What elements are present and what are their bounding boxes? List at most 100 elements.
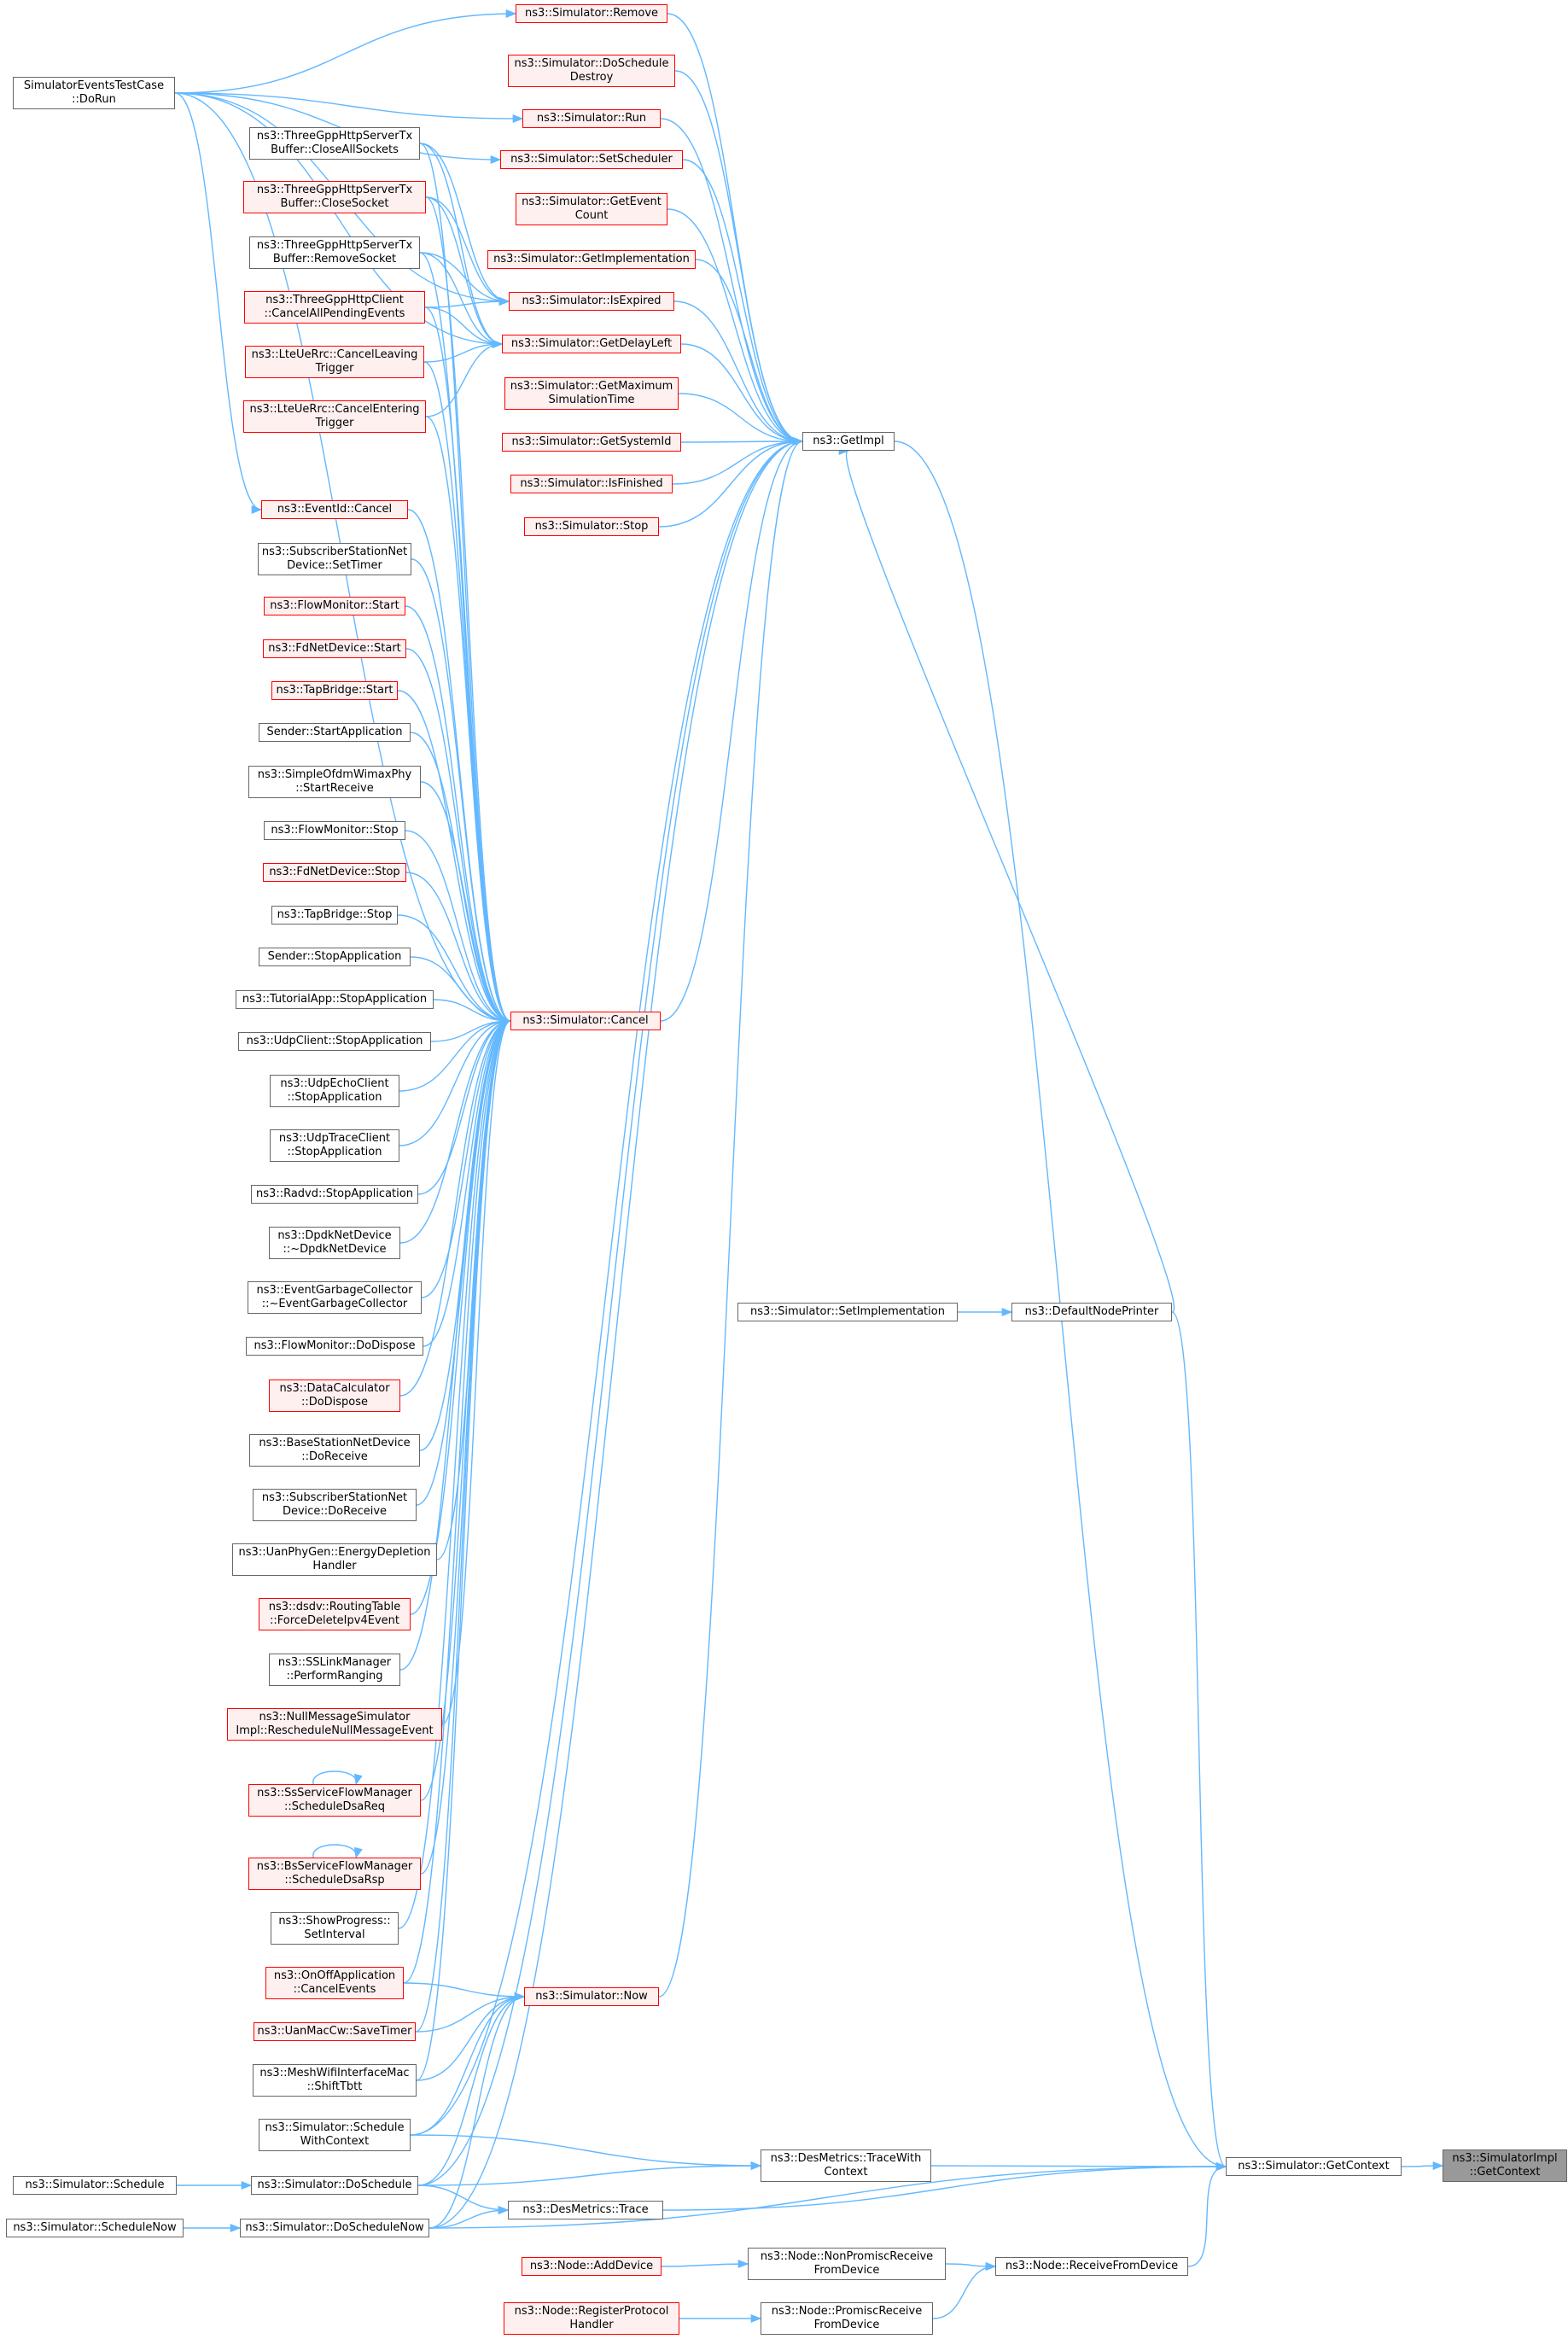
graph-node[interactable]: ns3::ShowProgress::SetInterval (271, 1912, 399, 1945)
graph-node[interactable]: ns3::UdpEchoClient::StopApplication (270, 1075, 399, 1107)
call-edge (417, 1992, 526, 2186)
graph-node[interactable]: ns3::dsdv::RoutingTable::ForceDeleteIpv4… (259, 1598, 411, 1630)
node-label: ns3::GetImpl (813, 435, 884, 447)
graph-node[interactable]: ns3::SsServiceFlowManager::ScheduleDsaRe… (248, 1784, 421, 1817)
call-edge (420, 1017, 512, 1801)
graph-node[interactable]: ns3::GetImpl (802, 432, 895, 451)
graph-node[interactable]: ns3::UdpClient::StopApplication (238, 1032, 431, 1051)
call-edge (428, 2205, 510, 2229)
graph-node[interactable]: ns3::UanMacCw::SaveTimer (254, 2022, 416, 2041)
graph-node[interactable]: ns3::Simulator::GetSystemId (502, 433, 681, 452)
graph-node[interactable]: ns3::Simulator::SetImplementation (737, 1303, 958, 1321)
graph-node[interactable]: ns3::Radvd::StopApplication (251, 1185, 418, 1204)
call-edge (417, 2184, 510, 2215)
graph-node[interactable]: ns3::SimulatorImpl::GetContext (1443, 2149, 1567, 2182)
node-label: ns3::Simulator::Schedule (265, 2121, 405, 2134)
graph-node[interactable]: Sender::StartApplication (259, 723, 411, 742)
graph-node[interactable]: ns3::Simulator::Cancel (510, 1012, 661, 1030)
graph-node[interactable]: ns3::OnOffApplication::CancelEvents (265, 1967, 404, 1999)
graph-node[interactable]: ns3::SimpleOfdmWimaxPhy::StartReceive (248, 766, 421, 798)
graph-node[interactable]: ns3::EventId::Cancel (261, 500, 408, 519)
node-label: WithContext (300, 2135, 370, 2148)
graph-node[interactable]: ns3::BsServiceFlowManager::ScheduleDsaRs… (248, 1858, 421, 1890)
graph-node[interactable]: ns3::FlowMonitor::DoDispose (246, 1337, 423, 1356)
graph-node[interactable]: Sender::StopApplication (259, 948, 411, 966)
graph-node[interactable]: SimulatorEventsTestCase::DoRun (13, 77, 175, 109)
node-label: ns3::FlowMonitor::Stop (271, 824, 399, 837)
call-edge (425, 416, 512, 1025)
graph-node[interactable]: ns3::TapBridge::Start (271, 681, 398, 700)
call-edge (405, 830, 512, 1025)
node-label: ns3::SSLinkManager (277, 1656, 392, 1669)
graph-node[interactable]: ns3::DpdkNetDevice::~DpdkNetDevice (269, 1227, 400, 1259)
graph-node[interactable]: ns3::DesMetrics::Trace (508, 2201, 663, 2219)
graph-node[interactable]: ns3::Node::AddDevice (522, 2257, 662, 2276)
call-edge (407, 509, 512, 1025)
node-label: SimulatorEventsTestCase (23, 79, 165, 92)
graph-node[interactable]: ns3::MeshWifiInterfaceMac::ShiftTbtt (253, 2064, 417, 2097)
node-label: FromDevice (813, 2264, 880, 2277)
node-label: ns3::UdpClient::StopApplication (246, 1035, 423, 1047)
graph-node[interactable]: ns3::Simulator::Run (522, 109, 661, 128)
graph-node[interactable]: ns3::Simulator::Now (524, 1987, 659, 2006)
graph-node[interactable]: ns3::EventGarbageCollector::~EventGarbag… (248, 1281, 422, 1314)
graph-node[interactable]: ns3::FdNetDevice::Start (263, 639, 406, 658)
call-edge (680, 343, 804, 446)
call-edge (423, 361, 512, 1025)
call-edge (405, 605, 512, 1025)
graph-node[interactable]: ns3::Simulator::IsFinished (510, 475, 673, 493)
node-label: ns3::UanPhyGen::EnergyDepletion (238, 1546, 431, 1559)
call-edge (399, 1017, 512, 1244)
graph-node[interactable]: ns3::TutorialApp::StopApplication (236, 990, 434, 1009)
node-label: ns3::BsServiceFlowManager (256, 1860, 413, 1873)
graph-node[interactable]: ns3::Simulator::IsExpired (509, 292, 674, 311)
graph-node[interactable]: ns3::Simulator::SetScheduler (500, 150, 683, 169)
graph-node[interactable]: ns3::Node::ReceiveFromDevice (995, 2257, 1188, 2276)
graph-node[interactable]: ns3::FlowMonitor::Start (264, 597, 405, 615)
node-label: ns3::UanMacCw::SaveTimer (257, 2025, 412, 2038)
graph-node[interactable]: ns3::Simulator::DoSchedule (251, 2176, 418, 2195)
call-edge (424, 306, 504, 349)
graph-node[interactable]: ns3::Simulator::DoScheduleNow (240, 2219, 429, 2237)
graph-node[interactable]: ns3::BaseStationNetDevice::DoReceive (249, 1434, 420, 1467)
node-label: ns3::ThreeGppHttpClient (265, 294, 404, 306)
graph-node[interactable]: ns3::SSLinkManager::PerformRanging (269, 1654, 400, 1686)
graph-node[interactable]: ns3::Simulator::Stop (524, 517, 659, 536)
graph-node[interactable]: ns3::DataCalculator::DoDispose (269, 1379, 400, 1412)
graph-node[interactable]: ns3::UdpTraceClient::StopApplication (270, 1129, 399, 1162)
graph-node[interactable]: ns3::ThreeGppHttpClient::CancelAllPendin… (244, 291, 425, 324)
graph-node[interactable]: ns3::Simulator::GetDelayLeft (502, 335, 681, 353)
graph-node[interactable]: ns3::Simulator::GetContext (1226, 2157, 1402, 2176)
graph-node[interactable]: ns3::FlowMonitor::Stop (264, 821, 405, 840)
graph-node[interactable]: ns3::TapBridge::Stop (271, 906, 398, 925)
graph-node[interactable]: ns3::Simulator::Remove (516, 4, 667, 23)
graph-node[interactable]: ns3::Simulator::GetImplementation (487, 250, 696, 269)
call-edge (312, 1770, 363, 1786)
node-label: ns3::LteUeRrc::CancelLeaving (251, 348, 418, 361)
node-label: ns3::Simulator::Cancel (522, 1014, 649, 1027)
call-edge (425, 339, 504, 417)
graph-node[interactable]: ns3::Simulator::ScheduleNow (6, 2219, 184, 2237)
call-edge (410, 1992, 526, 2136)
graph-node[interactable]: ns3::FdNetDevice::Stop (263, 863, 406, 882)
graph-node[interactable]: ns3::DefaultNodePrinter (1011, 1303, 1172, 1321)
graph-node[interactable]: ns3::Simulator::Schedule (13, 2176, 177, 2195)
node-label: ns3::DataCalculator (279, 1382, 390, 1395)
